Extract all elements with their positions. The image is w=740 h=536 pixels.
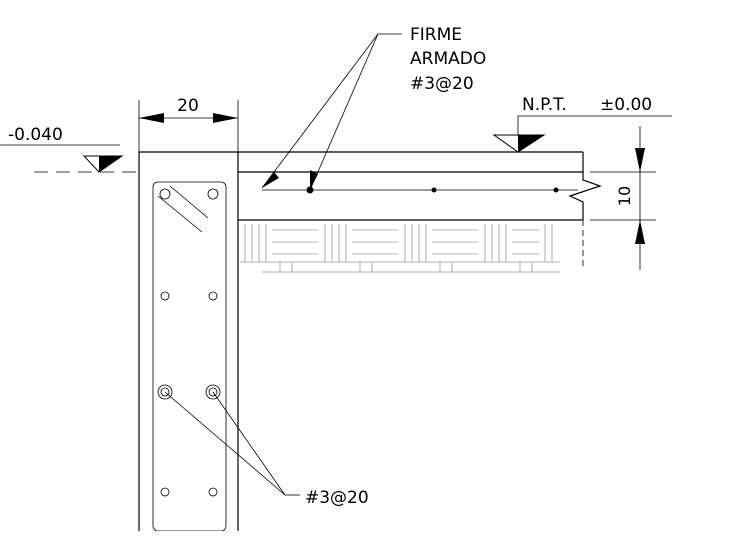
level-mark-right: N.P.T. ±0.00 [492, 95, 672, 153]
column-rebar-1 [159, 188, 171, 200]
stirrup-hook-1 [157, 195, 203, 233]
firme-callout: FIRME ARMADO #3@20 [261, 25, 486, 191]
column-rebar-5-outer [157, 384, 173, 400]
column [138, 152, 239, 532]
slab-rebar-dot-2 [431, 187, 437, 193]
arrow-right [213, 113, 238, 123]
slab-break-line [568, 172, 602, 220]
slab-rebar-dot-3 [553, 187, 559, 193]
column-rebar-3 [160, 291, 170, 301]
arrow-down [635, 148, 645, 172]
width-dim-label: 20 [177, 96, 199, 116]
level-right-value: ±0.00 [600, 95, 652, 115]
level-right-name: N.P.T. [522, 95, 567, 115]
width-dimension: 20 [138, 96, 239, 160]
thickness-dim-label: 10 [615, 186, 634, 206]
stirrup-hook-2 [169, 185, 209, 219]
callout-arrow-1 [262, 172, 279, 188]
callout-arrow-2 [310, 170, 318, 190]
column-rebar-6-outer [205, 384, 221, 400]
column-rebar-4 [208, 291, 218, 301]
column-stirrup [152, 181, 227, 532]
column-rebar-6-inner [208, 387, 218, 397]
column-rebar-label: #3@20 [305, 488, 369, 508]
soil-hatch [240, 224, 560, 273]
firme-label-line1: FIRME [410, 25, 462, 45]
level-mark-left: -0.040 [0, 125, 139, 173]
column-rebar-2 [207, 188, 219, 200]
slab [139, 151, 602, 270]
firme-label-line2: ARMADO [410, 49, 486, 69]
level-left-label: -0.040 [8, 125, 63, 145]
column-rebar-8 [208, 487, 218, 497]
arrow-up [635, 220, 645, 244]
thickness-dimension: 10 [590, 126, 656, 270]
column-rebar-callout: #3@20 [164, 391, 369, 508]
arrow-left [139, 113, 164, 123]
column-rebar-5-inner [160, 387, 170, 397]
column-rebar-7 [160, 487, 170, 497]
firme-label-line3: #3@20 [410, 74, 474, 94]
